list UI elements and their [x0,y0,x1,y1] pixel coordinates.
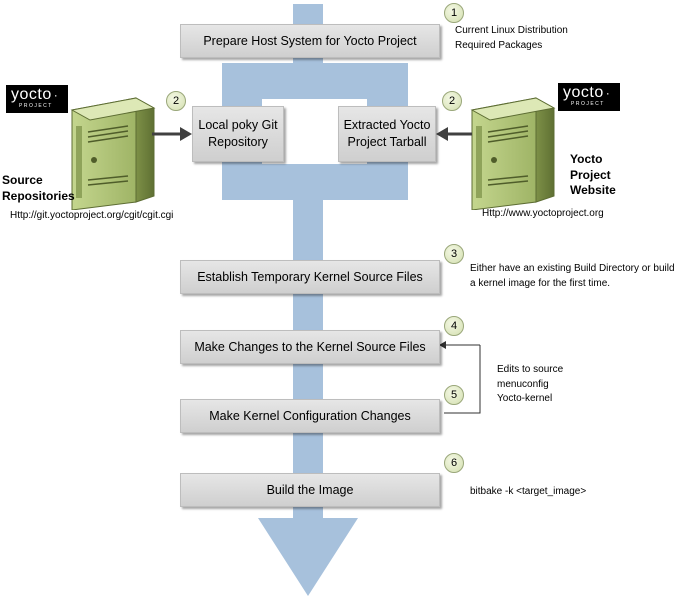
step-build-image: Build the Image [180,473,440,507]
edits-note-line1: Edits to source [497,364,564,375]
project-website-label: Yocto Project Website [570,152,616,199]
edits-note-line3: Yocto-kernel [497,393,553,404]
yocto-logo-right: yocto· PROJECT [558,83,620,111]
step3-note-line2: a kernel image for the first time. [470,277,611,289]
step-extracted-tarball: Extracted Yocto Project Tarball [338,106,436,162]
step1-note-line2: Required Packages [455,39,543,51]
project-website-line1: Yocto [570,152,603,166]
project-website-line3: Website [570,183,616,198]
step6-note: bitbake -k <target_image> [470,486,587,497]
step3-note: Either have an existing Build Directory … [470,262,674,291]
source-repositories-label: Source Repositories [2,173,75,204]
step-prepare-host: Prepare Host System for Yocto Project [180,24,440,58]
step-extracted-tarball-label: Extracted Yocto Project Tarball [343,118,431,149]
step-5-badge: 5 [444,385,464,405]
yocto-logo-left-word: yocto [11,86,52,103]
step-2-left-badge: 2 [166,91,186,111]
step-prepare-host-label: Prepare Host System for Yocto Project [203,33,417,48]
step-make-source-changes-label: Make Changes to the Kernel Source Files [194,339,426,354]
step-2-right-badge: 2 [442,91,462,111]
edits-note: Edits to source menuconfig Yocto-kernel [497,363,563,407]
website-server-icon [470,97,556,210]
yocto-logo-left-sub: PROJECT [19,103,53,109]
source-server-icon [70,97,156,210]
source-repositories-url: Http://git.yoctoproject.org/cgit/cgit.cg… [10,210,174,221]
step-4-badge: 4 [444,316,464,336]
source-repositories-line1: Source [2,173,43,187]
step-local-git-repo: Local poky Git Repository [192,106,284,162]
edits-note-line2: menuconfig [497,378,549,390]
step-local-git-repo-label: Local poky Git Repository [198,118,278,149]
step1-note: Current Linux Distribution Required Pack… [455,24,568,53]
step-kernel-config-changes-label: Make Kernel Configuration Changes [209,408,411,423]
yocto-logo-left: yocto· PROJECT [6,85,68,113]
yocto-logo-right-word: yocto [563,84,604,101]
step-establish-kernel-source-label: Establish Temporary Kernel Source Files [197,269,423,284]
source-repositories-line2: Repositories [2,188,75,203]
project-website-line2: Project [570,167,611,182]
step-build-image-label: Build the Image [266,482,354,497]
step-make-source-changes: Make Changes to the Kernel Source Files [180,330,440,364]
step-3-badge: 3 [444,244,464,264]
step3-note-line1: Either have an existing Build Directory … [470,263,674,274]
yocto-logo-right-sub: PROJECT [571,101,605,107]
step-6-badge: 6 [444,453,464,473]
step-1-badge: 1 [444,3,464,23]
step-kernel-config-changes: Make Kernel Configuration Changes [180,399,440,433]
step1-note-line1: Current Linux Distribution [455,25,568,36]
step-establish-kernel-source: Establish Temporary Kernel Source Files [180,260,440,294]
project-website-url: Http://www.yoctoproject.org [482,208,604,219]
